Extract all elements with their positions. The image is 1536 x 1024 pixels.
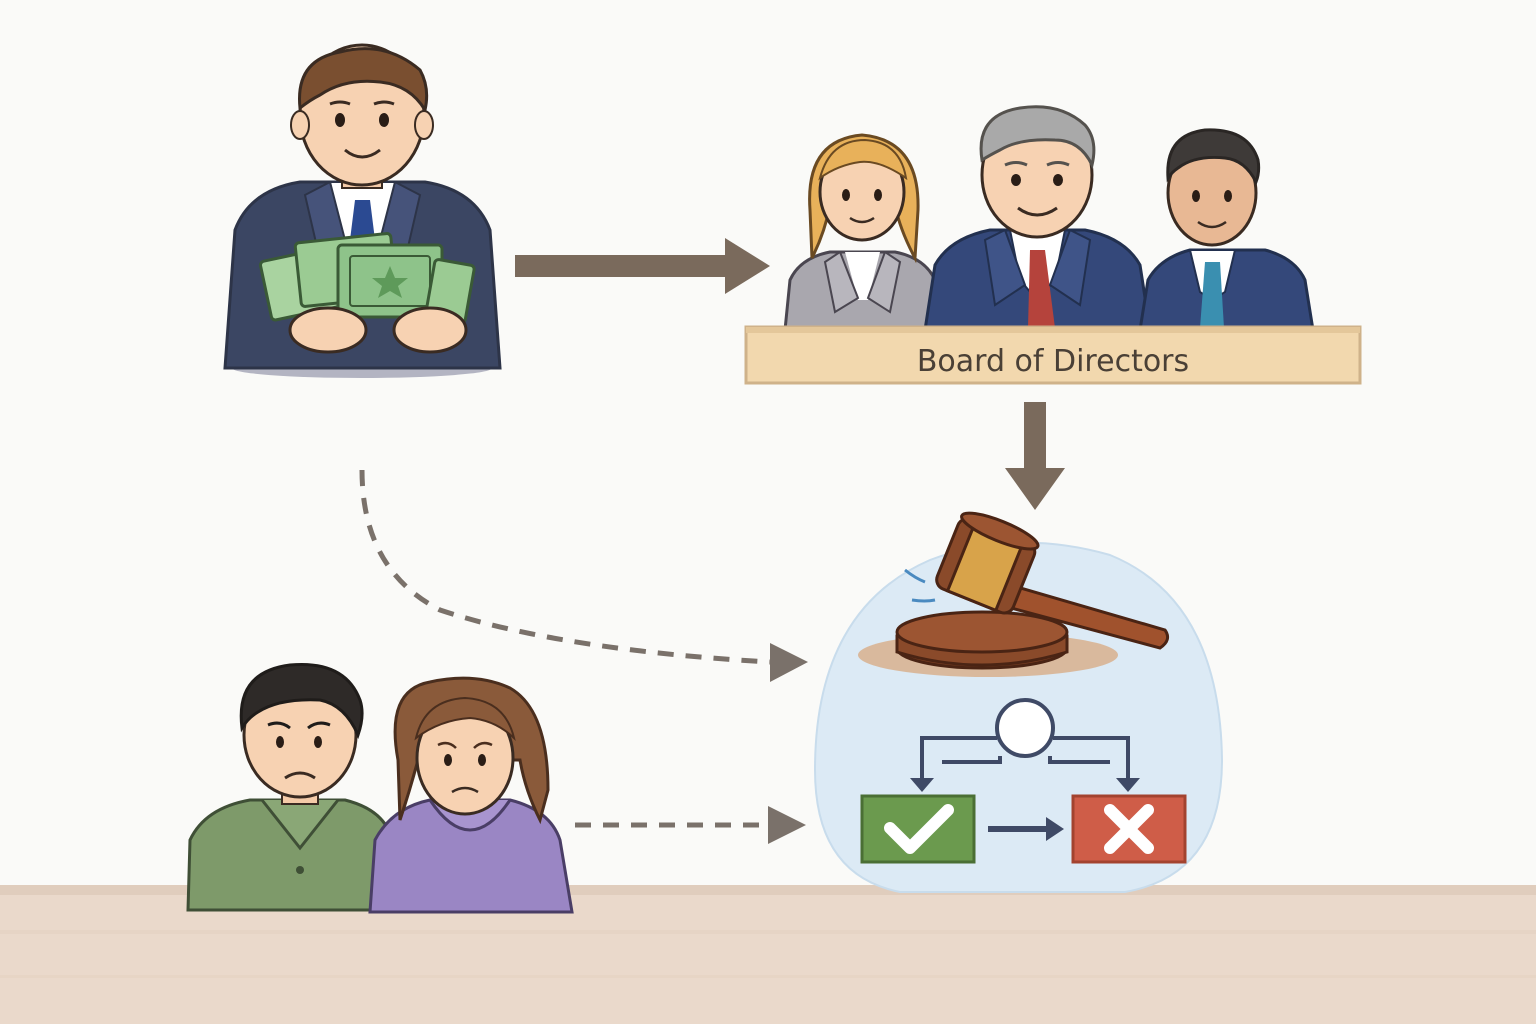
- board-of-directors-group: Board of Directors: [744, 105, 1362, 385]
- board-member-chair-icon: [923, 105, 1152, 332]
- shareholder-with-money-icon: [223, 43, 502, 378]
- dashed-arrow-shareholder-to-decision: [359, 469, 808, 682]
- reject-x-icon: [1071, 794, 1187, 864]
- decision-flow: [860, 698, 1187, 864]
- dashed-arrow-stakeholders-to-decision: [575, 806, 806, 844]
- stakeholders-group: [186, 662, 574, 914]
- board-member-woman-icon: [783, 133, 942, 332]
- arrow-to-board: [515, 238, 770, 294]
- worried-woman-icon: [368, 676, 574, 914]
- approve-check-icon: [860, 794, 976, 864]
- board-member-man-icon: [1138, 128, 1315, 332]
- board-label-bar: Board of Directors: [744, 325, 1362, 385]
- flow-arrow: [988, 817, 1064, 841]
- gavel-icon: [858, 511, 1170, 677]
- worried-man-icon: [186, 662, 397, 912]
- board-label-text: Board of Directors: [917, 344, 1189, 379]
- arrow-to-decision: [1005, 402, 1065, 510]
- money-bills-icon: [258, 232, 476, 324]
